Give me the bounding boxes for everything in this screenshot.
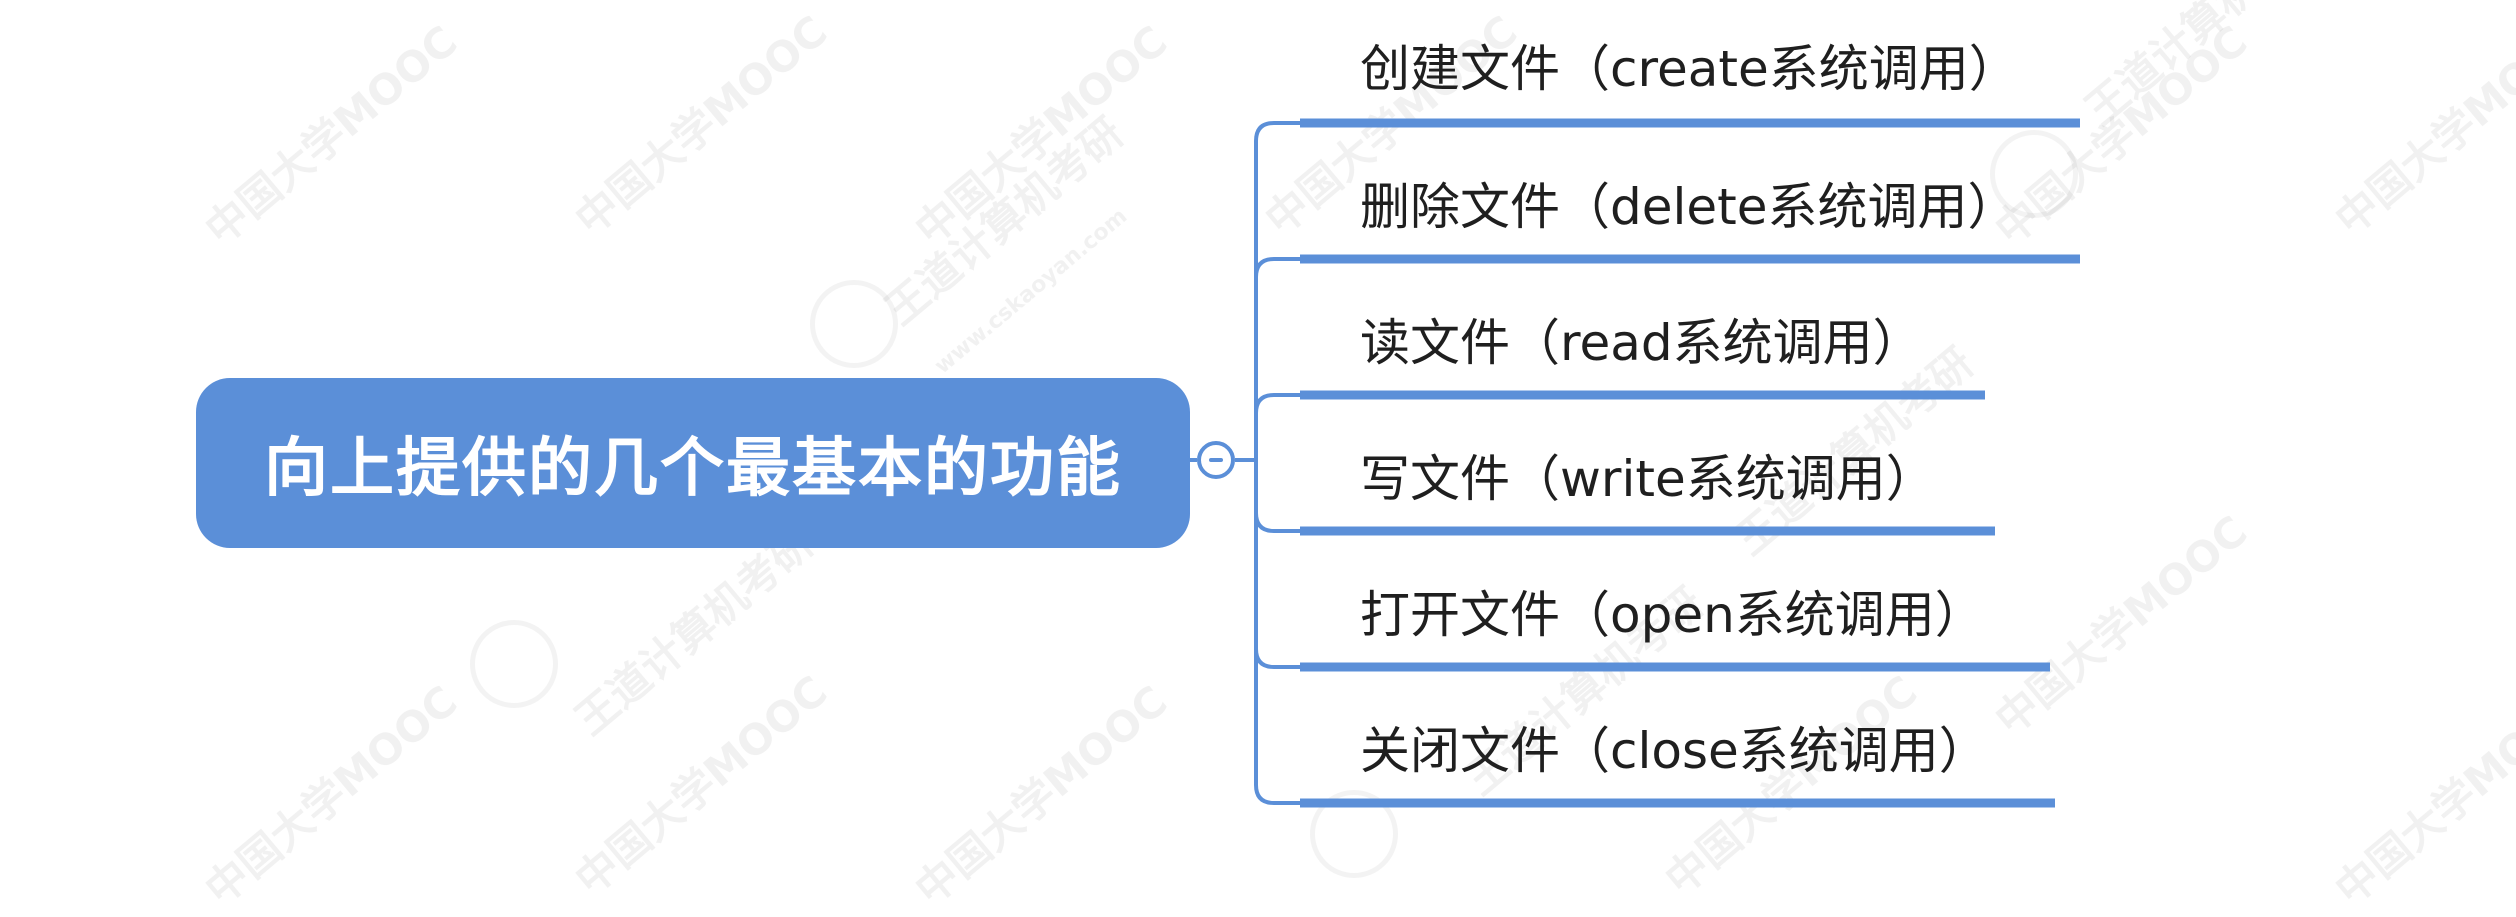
branch-topic[interactable]: 创建文件（create系统调用） xyxy=(1360,40,2019,98)
central-topic-label: 向上提供的几个最基本的功能 xyxy=(264,432,1122,506)
connector-lines xyxy=(1190,118,2080,808)
branch-connector xyxy=(1254,257,1300,460)
central-topic[interactable]: 向上提供的几个最基本的功能 xyxy=(196,378,1190,548)
branch-connector xyxy=(1254,460,1300,805)
branch-topic[interactable]: 关闭文件（close系统调用） xyxy=(1360,722,1989,780)
branch-topic[interactable]: 打开文件（open系统调用） xyxy=(1360,586,1985,644)
branch-connector xyxy=(1254,460,1300,533)
branch-topic[interactable]: 写文件（write系统调用） xyxy=(1360,450,1936,508)
minus-circle-icon xyxy=(1209,458,1223,462)
collapse-toggle-button[interactable] xyxy=(1197,441,1235,479)
branch-connector xyxy=(1254,393,1300,460)
branch-connector xyxy=(1254,460,1300,669)
branch-topic[interactable]: 删除文件（delete系统调用） xyxy=(1360,178,2018,236)
branch-connector xyxy=(1254,121,1300,460)
branch-topic[interactable]: 读文件（read系统调用） xyxy=(1360,314,1923,372)
